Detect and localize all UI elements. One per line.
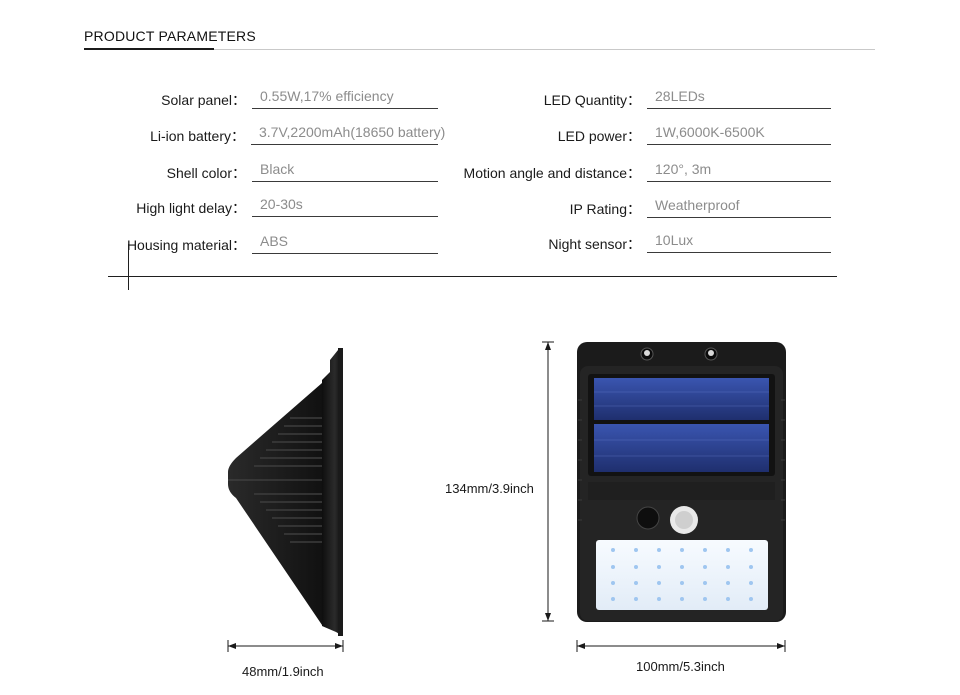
param-label: Motion angle and distance： bbox=[463, 165, 641, 181]
param-value: ABS bbox=[252, 231, 438, 254]
side-width-dimension: 48mm/1.9inch bbox=[242, 664, 324, 679]
front-height-dimension: 134mm/3.9inch bbox=[445, 481, 534, 496]
param-value: 28LEDs bbox=[647, 86, 831, 109]
param-value: 3.7V,2200mAh(18650 battery) bbox=[251, 122, 445, 145]
param-label: LED Quantity： bbox=[543, 92, 641, 108]
param-label: Shell color： bbox=[166, 165, 246, 181]
param-label: Housing material： bbox=[126, 237, 246, 253]
param-label: IP Rating： bbox=[569, 201, 641, 217]
param-label: LED power： bbox=[557, 128, 641, 144]
front-width-dimension: 100mm/5.3inch bbox=[636, 659, 725, 674]
param-value: 0.55W,17% efficiency bbox=[252, 86, 438, 109]
section-bottom-divider bbox=[108, 276, 837, 277]
param-label: High light delay： bbox=[136, 200, 246, 216]
param-label: Solar panel： bbox=[161, 92, 246, 108]
title-divider bbox=[84, 49, 875, 50]
param-label: Li-ion battery： bbox=[150, 128, 245, 144]
title-accent-bar bbox=[84, 48, 214, 50]
param-value: Black bbox=[252, 159, 438, 182]
param-value: 120°, 3m bbox=[647, 159, 831, 182]
param-value: 1W,6000K-6500K bbox=[647, 122, 831, 145]
param-label: Night sensor： bbox=[548, 236, 641, 252]
section-title: PRODUCT PARAMETERS bbox=[84, 28, 256, 44]
section-corner-tick bbox=[128, 244, 129, 290]
param-value: Weatherproof bbox=[647, 195, 831, 218]
param-value: 20-30s bbox=[252, 194, 438, 217]
param-value: 10Lux bbox=[647, 230, 831, 253]
